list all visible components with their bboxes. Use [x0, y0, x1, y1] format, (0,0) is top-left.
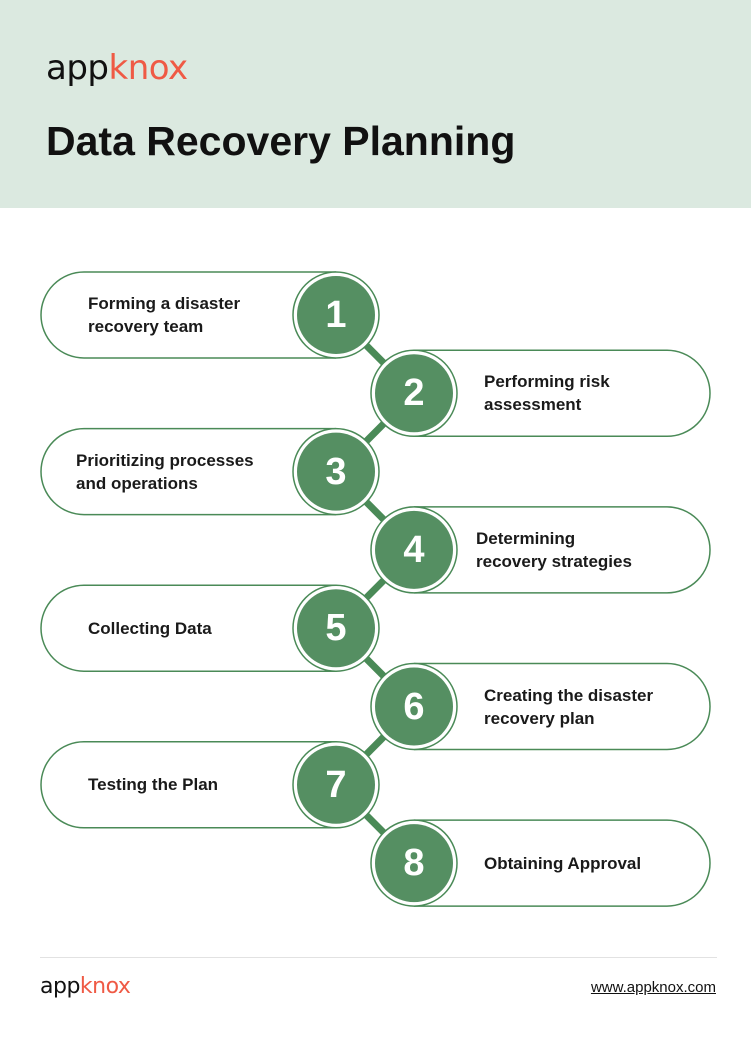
step-label-line: and operations — [76, 473, 198, 493]
step-number: 4 — [403, 528, 425, 571]
page-title: Data Recovery Planning — [46, 118, 516, 164]
step-circle — [297, 589, 375, 668]
step-label: Forming a disaster recovery team — [88, 272, 288, 358]
appknox-footer-logo: appknox — [40, 974, 131, 999]
step-label: Performing risk assessment — [484, 350, 684, 436]
step-label-line: Obtaining Approval — [484, 853, 642, 873]
step-circle — [375, 510, 453, 589]
step-number: 1 — [325, 294, 347, 336]
step-label-line: Creating the disaster — [484, 685, 654, 705]
step-pill — [414, 349, 711, 438]
step-label-line: recovery strategies — [476, 551, 632, 571]
step-label-line: Determining — [476, 528, 576, 548]
step-label-line: recovery plan — [484, 708, 595, 728]
appknox-logo: appknox — [46, 48, 188, 88]
step-pill — [414, 506, 711, 594]
step-label: Creating the disaster recovery plan — [484, 664, 684, 750]
step-label: Prioritizing processes and operations — [76, 429, 276, 515]
step-label-line: Prioritizing processes — [76, 450, 254, 470]
step-number: 7 — [325, 763, 347, 806]
step-pill — [40, 271, 336, 359]
step-number: 6 — [403, 685, 425, 728]
step-number: 3 — [325, 450, 347, 493]
website-link[interactable]: www.appknox.com — [590, 979, 716, 996]
step-pill — [40, 741, 336, 829]
step-label-line: recovery team — [88, 317, 204, 336]
step-pill — [40, 427, 336, 516]
step-label: Collecting Data — [88, 585, 288, 671]
step-pill — [414, 662, 711, 751]
step-label: Obtaining Approval — [484, 820, 684, 906]
step-label-line: Forming a disaster — [88, 294, 241, 313]
step-label-line: Performing risk — [484, 372, 610, 392]
footer-divider — [40, 957, 717, 958]
step-pill — [414, 819, 711, 907]
step-label-line: Testing the Plan — [88, 775, 219, 795]
header-banner: appknox Data Recovery Planning — [0, 0, 751, 208]
step-circle — [375, 354, 453, 433]
step-number: 8 — [403, 842, 425, 885]
step-circle — [297, 432, 375, 511]
step-circle — [375, 824, 453, 903]
step-circle — [375, 667, 453, 746]
step-number: 2 — [403, 372, 425, 415]
step-label-line: assessment — [484, 395, 582, 415]
step-label-line: Collecting Data — [88, 618, 212, 638]
step-circle — [297, 745, 375, 824]
step-label: Determining recovery strategies — [476, 507, 676, 593]
step-pill — [40, 584, 336, 672]
step-label: Testing the Plan — [88, 742, 288, 828]
step-circle — [297, 276, 375, 354]
step-number: 5 — [325, 607, 347, 650]
